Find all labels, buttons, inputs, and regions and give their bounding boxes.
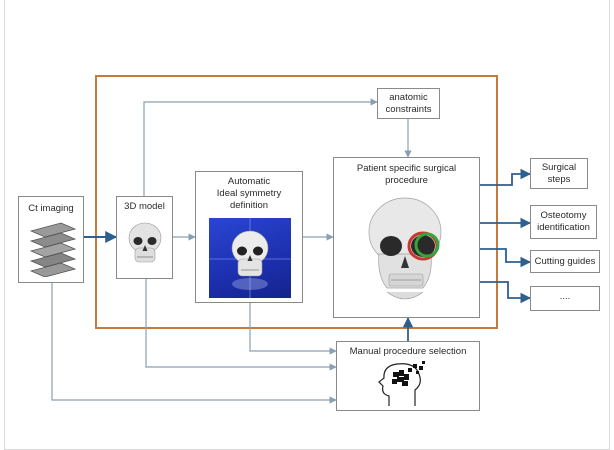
procedure-label: Patient specific surgical procedure (356, 163, 457, 186)
anatomic-constraints-box: anatomic constraints (377, 88, 440, 119)
arrow-model-to-constraints (143, 98, 378, 196)
symmetry-definition-box: Automatic Ideal symmetry definition (195, 171, 303, 303)
osteotomy-box: Osteotomy identification (530, 205, 597, 239)
surgical-procedure-box: Patient specific surgical procedure (333, 157, 480, 318)
ct-imaging-label: Ct imaging (28, 203, 74, 214)
osteotomy-label: Osteotomy identification (537, 210, 590, 233)
arrow-to-steps (480, 168, 532, 186)
skull-icon (209, 218, 291, 298)
more-label: .... (559, 291, 571, 302)
skull-icon (368, 197, 442, 300)
symmetry-label: Automatic Ideal symmetry definition (216, 176, 282, 211)
automated-pipeline-frame (95, 75, 498, 329)
manual-label: Manual procedure selection (349, 346, 467, 357)
ct-slices-icon (29, 222, 77, 277)
model-3d-box: 3D model (116, 196, 173, 279)
cutting-guides-box: Cutting guides (530, 250, 600, 273)
constraints-label: anatomic constraints (385, 92, 432, 115)
frame-border-left (4, 0, 5, 450)
arrow-symmetry-to-manual (249, 303, 337, 355)
guides-label: Cutting guides (534, 256, 596, 267)
arrow-ct-to-manual (51, 283, 337, 404)
manual-selection-box: Manual procedure selection (336, 341, 480, 411)
steps-label: Surgical steps (541, 162, 577, 185)
arrow-model-to-manual (145, 279, 337, 371)
ct-imaging-box: Ct imaging (18, 196, 84, 283)
surgical-steps-box: Surgical steps (530, 158, 588, 189)
arrow-to-more (480, 281, 532, 304)
more-outputs-box: .... (530, 286, 600, 311)
head-puzzle-icon (378, 361, 425, 406)
frame-border-right (609, 0, 610, 450)
arrow-to-guides (480, 248, 532, 268)
symmetry-plane-image (209, 218, 291, 298)
model-3d-label: 3D model (124, 201, 165, 212)
skull-icon (128, 222, 162, 263)
